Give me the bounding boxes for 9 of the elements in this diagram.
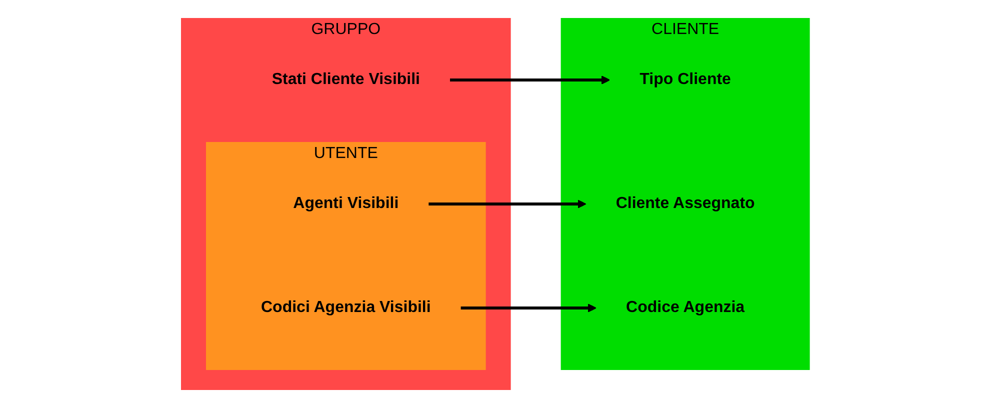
node-text: Cliente Assegnato xyxy=(616,194,755,212)
node-text: Agenti Visibili xyxy=(293,194,399,212)
node-text: Tipo Cliente xyxy=(640,70,732,88)
arrow xyxy=(450,75,610,84)
arrow xyxy=(428,199,586,208)
node-text: Codici Agenzia Visibili xyxy=(261,298,431,316)
node-text: Codice Agenzia xyxy=(626,298,745,316)
arrow xyxy=(460,303,597,312)
node-text: Stati Cliente Visibili xyxy=(272,70,420,88)
